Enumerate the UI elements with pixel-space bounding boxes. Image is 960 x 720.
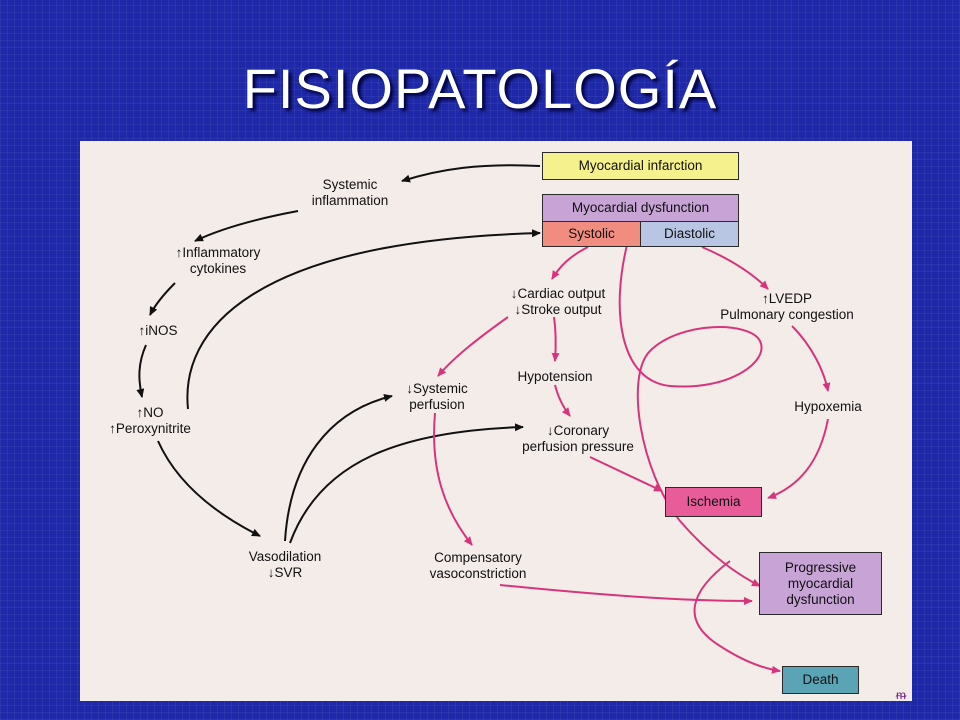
hypotension-label: Hypotension [517,369,593,384]
arrow-hypotension-to-coronary [554,384,571,417]
progressive-dysfunction-label: Progressive myocardial dysfunction [784,559,857,607]
ischemia-label: Ischemia [686,494,741,509]
arrow-systemic-perfusion-to-compensatory [433,412,473,546]
arrow-compensatory-to-progressive [499,584,753,605]
arrow-hypoxemia-to-ischemia [767,418,829,499]
arrow-layer [136,164,831,674]
arrow-diastolic-to-lvedp [701,246,769,290]
arrow-vasodilation-to-coronary [289,423,524,544]
coronary-perfusion-label: ↓Coronary perfusion pressure [522,423,634,454]
arrow-no-to-vasodilation [157,440,261,537]
arrow-inos-to-no [136,344,147,398]
arrow-ischemia-to-death [693,560,781,674]
arrow-cytokines-to-inos [149,282,176,316]
arrow-lvedp-to-hypoxemia [791,325,831,392]
arrow-infarction-to-inflammation [401,164,541,183]
cardiac-stroke-output-label: ↓Cardiac output ↓Stroke output [510,286,606,317]
corner-mark-icon: ᵯ [896,688,906,702]
pathophysiology-diagram: Myocardial infarction Myocardial dysfunc… [80,141,912,701]
systemic-perfusion-label: ↓Systemic perfusion [406,381,468,412]
vasodilation-svr-label: Vasodilation ↓SVR [248,549,322,580]
arrow-coronary-to-ischemia [589,456,663,492]
arrow-vasodilation-to-systemic-perfusion [284,393,393,542]
ischemia-box: Ischemia [665,487,762,517]
progressive-dysfunction-box: Progressive myocardial dysfunction [759,552,882,615]
myocardial-infarction-box: Myocardial infarction [542,152,739,180]
compensatory-vasoconstriction-label: Compensatory vasoconstriction [429,550,527,581]
systemic-inflammation-label: Systemic inflammation [311,177,389,208]
systolic-box: Systolic [542,221,641,247]
inos-label: ↑iNOS [138,323,178,338]
inflammatory-cytokines-label: ↑Inflammatory cytokines [175,245,261,276]
arrow-cardiac-output-to-hypotension [551,316,560,362]
diastolic-box: Diastolic [640,221,739,247]
systolic-label: Systolic [568,226,615,241]
arrow-systolic-to-cardiac-output [551,246,589,280]
loop-systolic-to-progressive [618,240,763,587]
arrow-inflammation-to-cytokines [194,210,299,242]
myocardial-dysfunction-box: Myocardial dysfunction [542,194,739,222]
lvedp-congestion-label: ↑LVEDP Pulmonary congestion [720,291,854,322]
slide-title: FISIOPATOLOGÍA [242,57,718,120]
myocardial-dysfunction-label: Myocardial dysfunction [571,200,710,215]
death-box: Death [782,666,859,694]
arrow-cardiac-output-to-systemic-perfusion [437,316,509,377]
myocardial-infarction-label: Myocardial infarction [578,158,703,173]
arrow-no-to-dysfunction [186,229,541,410]
diastolic-label: Diastolic [663,226,715,241]
death-label: Death [802,672,839,687]
hypoxemia-label: Hypoxemia [794,399,862,414]
no-peroxynitrite-label: ↑NO ↑Peroxynitrite [109,405,191,436]
